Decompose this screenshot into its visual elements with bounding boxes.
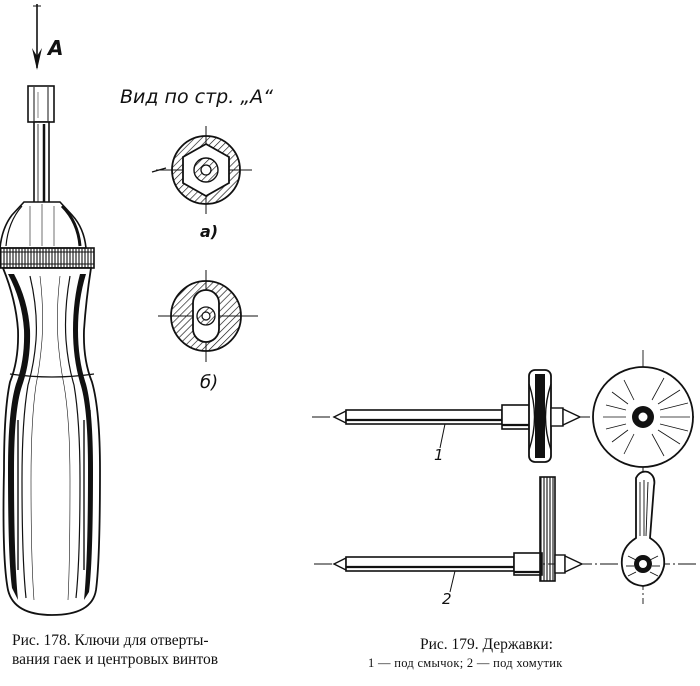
pulley-face-view	[592, 350, 694, 484]
socket-tip	[27, 85, 55, 123]
dog-view	[620, 468, 666, 604]
holder-number-2: 2	[442, 590, 452, 608]
figure-178-caption-line-1: Рис. 178. Ключи для отверты-	[12, 632, 209, 649]
section-label-b: б)	[200, 372, 219, 393]
knurled-ring	[0, 247, 95, 269]
holder-2	[314, 476, 696, 593]
arrow-label: A	[48, 36, 64, 60]
section-view-b	[158, 270, 258, 362]
handle-body	[1, 267, 101, 616]
figure-179-legend: 1 — под смычок; 2 — под хомутик	[368, 656, 563, 670]
figure-178-caption-line-2: вания гаек и центровых винтов	[12, 651, 219, 668]
view-arrow	[32, 4, 42, 70]
section-label-a: а)	[200, 222, 219, 241]
holder-1	[312, 369, 696, 463]
shaft	[33, 121, 50, 205]
figure-179-caption: Рис. 179. Державки:	[420, 636, 553, 653]
collar	[0, 201, 87, 249]
figure-178-caption: Рис. 178. Ключи для отверты- вания гаек …	[12, 631, 302, 669]
view-label: Вид по стр. „А“	[120, 86, 273, 108]
section-view-a	[151, 126, 252, 214]
holder-number-1: 1	[434, 446, 444, 464]
